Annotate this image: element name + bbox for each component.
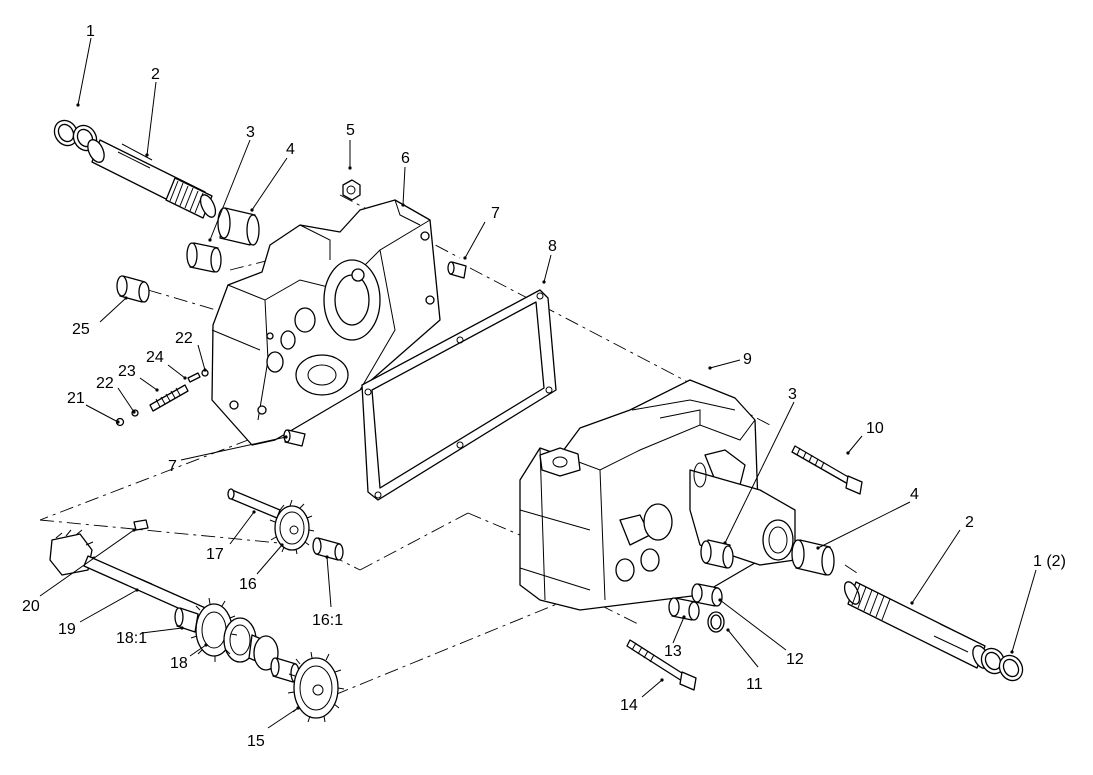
bushing-left (186, 242, 222, 273)
bushing-25 (116, 275, 150, 303)
output-gear (287, 651, 345, 723)
callout-4: 4 (286, 141, 295, 158)
callout-22-lower: 22 (96, 375, 114, 392)
shaft-with-pinion (49, 529, 211, 621)
callout-24: 24 (146, 349, 164, 366)
callout-7-lower: 7 (168, 458, 177, 475)
callout-1: 1 (86, 23, 95, 40)
callout-16-1: 16:1 (312, 612, 343, 629)
callout-23: 23 (118, 363, 136, 380)
shaft-right (843, 581, 990, 669)
callout-22: 22 (175, 330, 193, 347)
bushing-12 (691, 583, 723, 607)
idler-gear (269, 499, 315, 555)
callout-labels: 1 2 3 4 5 6 7 8 9 25 22 24 23 22 21 7 3 … (22, 23, 1066, 750)
nut (342, 179, 361, 201)
leader-lines (39, 37, 1037, 729)
bushing-13 (668, 597, 700, 621)
callout-2: 2 (151, 66, 160, 83)
callout-17: 17 (206, 546, 224, 563)
callout-4-right: 4 (910, 486, 919, 503)
bolt-lower (626, 639, 697, 691)
callout-15: 15 (247, 733, 265, 750)
leader-dots (76, 103, 1014, 710)
callout-10: 10 (866, 420, 884, 437)
callout-8: 8 (548, 238, 557, 255)
retaining-rings-left (53, 119, 98, 152)
retaining-rings-right (980, 647, 1024, 682)
callout-13: 13 (664, 643, 682, 660)
cluster-gear (190, 597, 279, 671)
callout-25: 25 (72, 321, 90, 338)
gear-housing-right (519, 379, 796, 611)
callout-18-1: 18:1 (116, 630, 147, 647)
callout-5: 5 (346, 122, 355, 139)
idler-pin (227, 488, 281, 519)
bolt-upper (791, 445, 863, 495)
callout-6: 6 (401, 150, 410, 167)
callout-1-2: 1 (2) (1033, 553, 1066, 570)
callout-14: 14 (620, 697, 638, 714)
callout-20: 20 (22, 598, 40, 615)
dowel-pin-top (447, 261, 467, 279)
bearing-right (791, 539, 835, 576)
callout-2-right: 2 (965, 514, 974, 531)
callout-9: 9 (743, 351, 752, 368)
bearing-left (217, 207, 260, 246)
callout-19: 19 (58, 621, 76, 638)
shaft-left (87, 139, 217, 219)
key (133, 519, 149, 531)
callout-12: 12 (786, 651, 804, 668)
callout-3-right: 3 (788, 386, 797, 403)
callout-11: 11 (746, 676, 763, 693)
callout-18: 18 (170, 655, 188, 672)
bushing-right (700, 539, 734, 569)
callout-7: 7 (491, 205, 500, 222)
housing-cover-left (211, 199, 441, 446)
gasket (361, 289, 557, 501)
seal-ring (707, 611, 725, 633)
callout-16: 16 (239, 576, 257, 593)
callout-3: 3 (246, 124, 255, 141)
idler-bushing (312, 537, 344, 561)
callout-21: 21 (67, 390, 85, 407)
spacer (174, 607, 199, 633)
detent-parts (115, 369, 209, 427)
